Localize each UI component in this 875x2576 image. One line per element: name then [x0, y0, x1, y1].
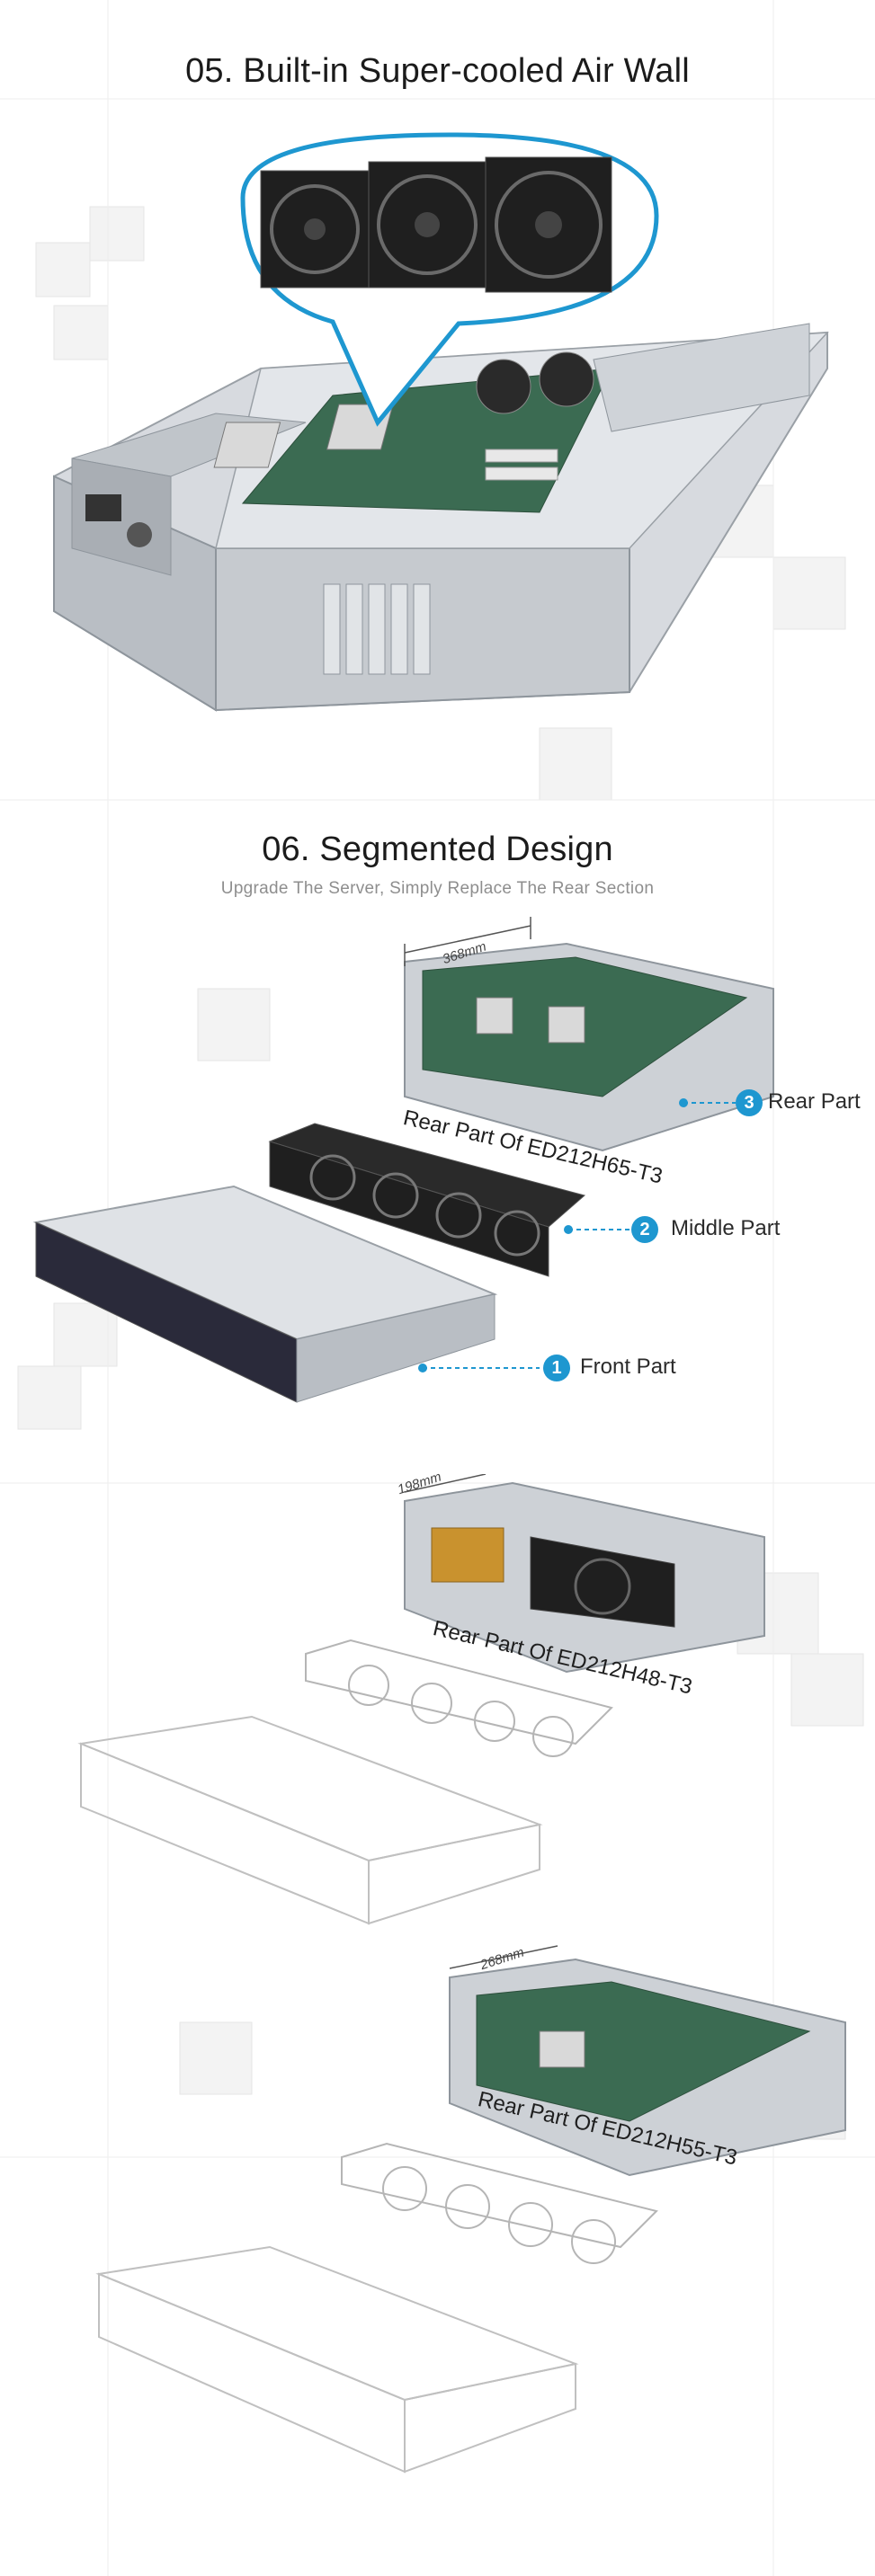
rear-part-chassis: [404, 917, 774, 1152]
section-air-wall: 05. Built-in Super-cooled Air Wall: [0, 0, 875, 800]
section-06-title: 06. Segmented Design: [262, 831, 613, 868]
callout-number-rear: 3: [736, 1089, 763, 1116]
callout-label-middle: Middle Part: [671, 1216, 781, 1240]
fan-wall-outline-268: [341, 2142, 658, 2264]
callout-label-rear: Rear Part: [768, 1089, 861, 1114]
front-chassis-outline-268: [95, 2245, 579, 2474]
zoom-callout-bubble: [240, 132, 659, 427]
rear-part-chassis-198: [404, 1474, 765, 1674]
fan-wall: [476, 351, 594, 414]
fan-wall-outline-198: [305, 1639, 613, 1757]
drive-cage: [593, 323, 810, 432]
exploded-view-primary: [32, 917, 774, 1403]
expansion-slots: [323, 583, 431, 675]
front-part-chassis: [32, 1185, 498, 1403]
callout-label-front: Front Part: [580, 1355, 676, 1379]
rear-part-chassis-268: [449, 1945, 846, 2177]
callout-number-front: 1: [543, 1355, 570, 1381]
exploded-view-268: [95, 1945, 846, 2474]
middle-part-fan-wall: [268, 1123, 586, 1277]
server-chassis-illustration: [53, 132, 829, 712]
front-chassis-outline-198: [77, 1715, 543, 1925]
callout-lines: [418, 1098, 736, 1372]
section-segmented-design: 06. Segmented Design Upgrade The Server,…: [0, 800, 875, 2576]
section-06-subtitle: Upgrade The Server, Simply Replace The R…: [220, 879, 655, 898]
section-05-title: 05. Built-in Super-cooled Air Wall: [185, 52, 690, 90]
exploded-view-198: [77, 1474, 765, 1925]
callout-number-middle: 2: [631, 1216, 658, 1243]
